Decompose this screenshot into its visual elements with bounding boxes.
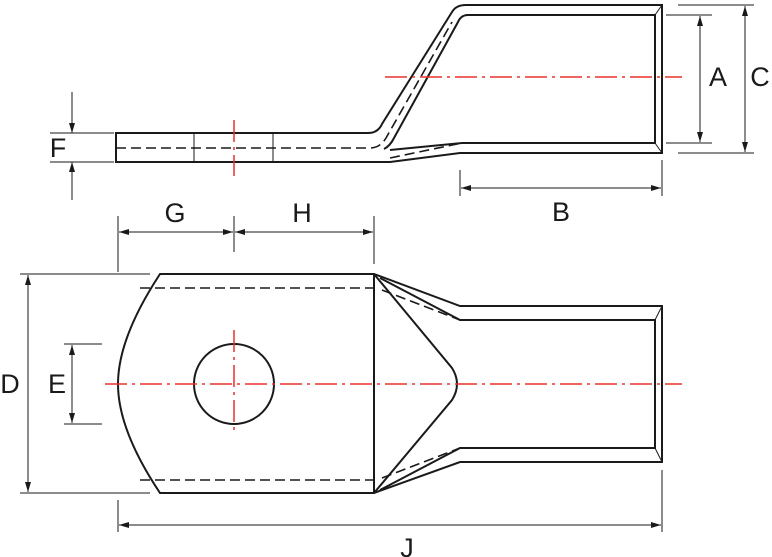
label-j: J [400, 533, 414, 557]
dimension-c: C [678, 4, 770, 154]
label-h: H [292, 198, 312, 228]
dimension-f: F [50, 92, 114, 200]
label-c: C [750, 62, 770, 92]
side-view [115, 4, 682, 176]
dimension-d: D [0, 273, 150, 494]
dimension-j: J [117, 470, 663, 557]
label-f: F [50, 133, 67, 163]
top-view [105, 273, 682, 494]
dimension-b: B [459, 160, 663, 227]
label-e: E [48, 369, 66, 399]
label-g: G [164, 198, 185, 228]
label-b: B [552, 197, 570, 227]
label-d: D [0, 369, 20, 399]
label-a: A [709, 62, 727, 92]
dimension-g: G [117, 198, 235, 272]
dimension-e: E [48, 343, 102, 425]
dimension-h: H [235, 198, 375, 264]
dimension-a: A [666, 14, 727, 144]
